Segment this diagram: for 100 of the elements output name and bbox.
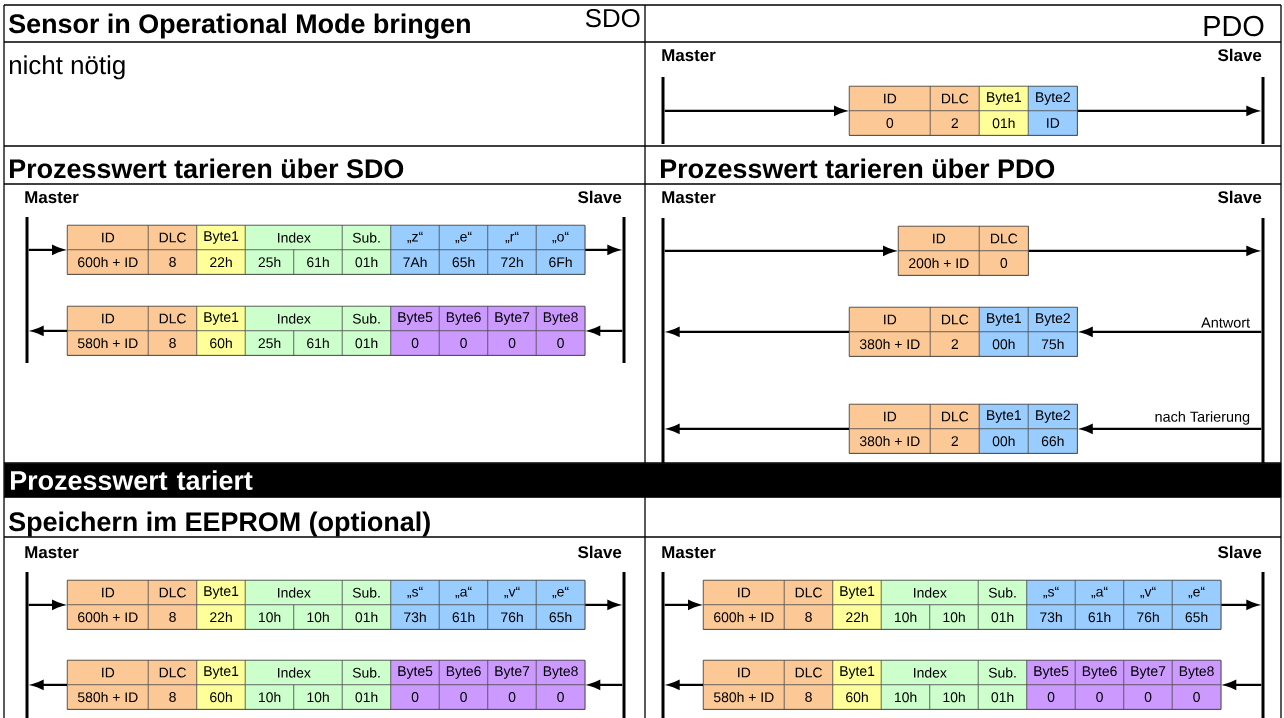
frame-cell: 01h [978,604,1028,630]
frame-cell: „e“ [439,225,489,251]
frame-cell: Byte2 [1028,307,1078,333]
frame-cell: Sub. [978,660,1028,686]
master-label: Master [662,49,716,62]
frame-cell: 60h [196,684,246,710]
frame-cell: 25h [245,330,295,356]
frame-cell: 580h + ID [703,684,785,710]
frame-cell: 0 [487,330,537,356]
frame-cell: Byte8 [1172,660,1222,686]
frame-cell: Byte1 [979,307,1029,333]
section-heading: Prozesswert tarieren über SDO [10,158,404,179]
frame-cell: „v“ [487,580,537,606]
frame-cell: Byte5 [1026,660,1076,686]
frame-cell: 61h [293,330,343,356]
frame-cell: 61h [1075,604,1125,630]
frame-cell: DLC [930,86,980,112]
frame-cell: 01h [342,330,392,356]
slave-label: Slave [1218,48,1262,62]
arrow [1077,106,1258,116]
frame-cell: Byte1 [196,306,246,332]
slave-label: Slave [578,190,622,204]
frame-cell: Byte7 [1123,660,1173,686]
frame-cell: 0 [390,330,440,356]
frame-cell: 01h [342,604,392,630]
frame-cell: Index [245,306,343,332]
lifeline-bar [25,572,29,718]
frame-cell: 60h [832,684,882,710]
frame-cell: 10h [929,684,979,710]
frame-cell: ID [849,86,931,112]
frame-cell: „e“ [536,580,586,606]
lifeline-bar [25,217,29,363]
frame-cell: DLC [148,580,198,606]
frame-cell: ID [67,580,149,606]
frame-cell: 65h [1172,604,1222,630]
arrow [1081,327,1262,337]
frame-cell: „s“ [1026,580,1076,606]
frame-cell: 0 [536,684,586,710]
frame-cell: 72h [487,249,537,275]
frame-cell: 380h + ID [849,331,931,357]
frame-cell: 0 [849,110,931,136]
edge-label: Antwort [1200,316,1252,329]
arrow [585,600,619,610]
frame-cell: ID [898,226,980,252]
arrow [1028,246,1258,256]
frame-cell: 76h [487,604,537,630]
frame-cell: 66h [1028,428,1078,454]
frame-cell: 2 [930,428,980,454]
frame-cell: ID [1028,110,1078,136]
frame-cell: Byte2 [1028,86,1078,112]
lifeline-bar [1261,218,1265,463]
frame-cell: Byte1 [196,660,246,686]
frame-cell: Sub. [342,660,392,686]
frame-cell: 61h [439,604,489,630]
frame-cell: DLC [930,404,980,430]
protocol-label: SDO [585,8,640,28]
frame-cell: 01h [342,249,392,275]
frame-cell: 25h [245,249,295,275]
section-heading: Speichern im EEPROM (optional) [9,511,430,537]
frame-cell: „a“ [1075,580,1125,606]
master-label: Master [25,546,79,559]
frame-cell: 8 [148,249,198,275]
frame-cell: „z“ [390,225,440,251]
frame-cell: 00h [979,428,1029,454]
lifeline-bar [1261,77,1265,144]
arrow [668,680,703,690]
frame-cell: Byte1 [832,660,882,686]
frame-cell: 0 [390,684,440,710]
frame-cell: Index [245,660,343,686]
frame-cell: Byte7 [487,660,537,686]
arrow [664,106,846,116]
frame-cell: DLC [148,306,198,332]
frame-cell: 8 [784,684,834,710]
frame-cell: 22h [196,604,246,630]
arrow [585,245,619,255]
arrow [32,680,67,690]
frame-cell: 76h [1123,604,1173,630]
frame-cell: Sub. [342,580,392,606]
lifeline-bar [622,217,626,363]
frame-cell: ID [67,660,149,686]
frame-cell: Byte7 [487,306,537,332]
frame-cell: Byte1 [979,404,1029,430]
frame-cell: 0 [1026,684,1076,710]
frame-cell: DLC [784,580,834,606]
frame-cell: 600h + ID [67,604,149,630]
arrow [28,600,64,610]
frame-cell: Index [245,225,343,251]
frame-cell: 73h [1026,604,1076,630]
frame-cell: 600h + ID [703,604,785,630]
slave-label: Slave [1218,190,1262,204]
frame-cell: Byte6 [1075,660,1125,686]
frame-cell: 01h [342,684,392,710]
frame-cell: Sub. [342,225,392,251]
frame-cell: 65h [439,249,489,275]
frame-cell: Byte6 [439,660,489,686]
frame-cell: ID [703,580,785,606]
frame-cell: 2 [930,110,980,136]
frame-cell: 0 [1075,684,1125,710]
frame-cell: 8 [784,604,834,630]
arrow [32,326,67,336]
